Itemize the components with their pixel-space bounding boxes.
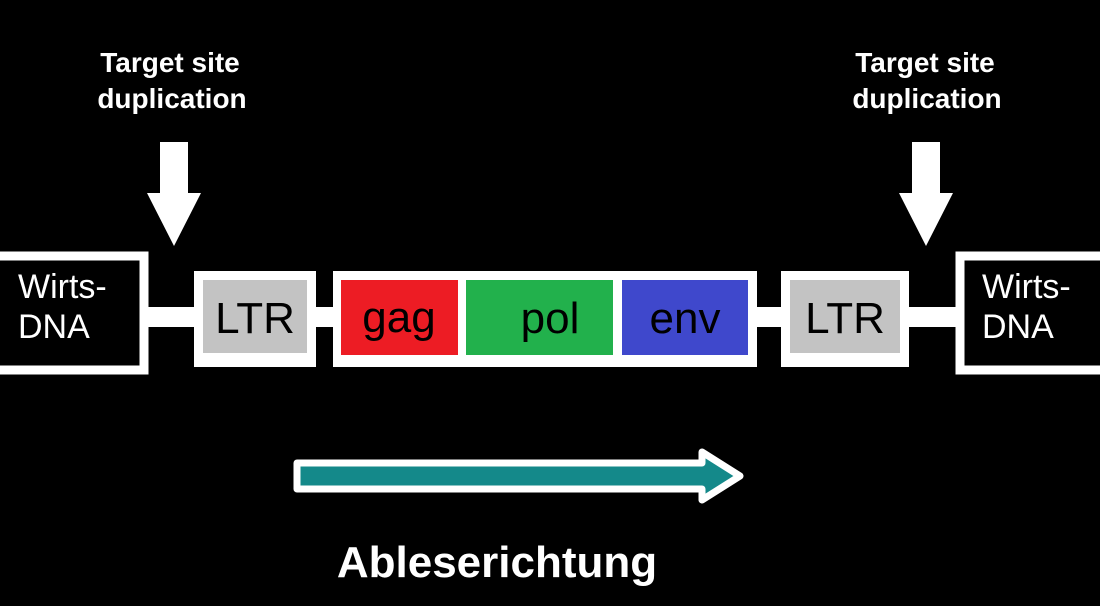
- host-dna-left: Wirts- DNA: [0, 251, 149, 375]
- gene-gag-box: [341, 280, 458, 355]
- left-annotation-line2: duplication: [97, 83, 246, 114]
- host-dna-right-line2: DNA: [982, 308, 1054, 346]
- host-dna-right-line1: Wirts-: [982, 268, 1071, 306]
- right-annotation-line2: duplication: [852, 83, 1001, 114]
- connector-line: [314, 307, 336, 327]
- ltr-left: LTR: [194, 271, 316, 367]
- gene-pol-label: pol: [521, 294, 580, 343]
- right-annotation-line1: Target site: [855, 47, 995, 78]
- gene-pol-box: [466, 280, 613, 355]
- ltr-right: LTR: [781, 271, 909, 367]
- gene-env-label: env: [650, 294, 721, 343]
- gene-env-box: [622, 280, 748, 355]
- direction-label: Ableserichtung: [337, 538, 657, 587]
- host-dna-right: Wirts- DNA: [955, 251, 1100, 375]
- connector-line: [908, 307, 958, 327]
- connector-line: [138, 307, 198, 327]
- connector-line: [754, 307, 782, 327]
- left-down-arrow-icon: [147, 142, 201, 246]
- right-down-arrow-icon: [899, 142, 953, 246]
- gene-gag-label: gag: [362, 293, 435, 342]
- ltr-right-label: LTR: [805, 294, 885, 343]
- host-dna-left-line1: Wirts-: [18, 268, 107, 306]
- ltr-left-label: LTR: [215, 294, 295, 343]
- host-dna-left-line2: DNA: [18, 308, 90, 346]
- reading-direction-arrow-icon: [293, 448, 744, 504]
- left-annotation-line1: Target site: [100, 47, 240, 78]
- gene-block: gag pol env: [333, 271, 757, 367]
